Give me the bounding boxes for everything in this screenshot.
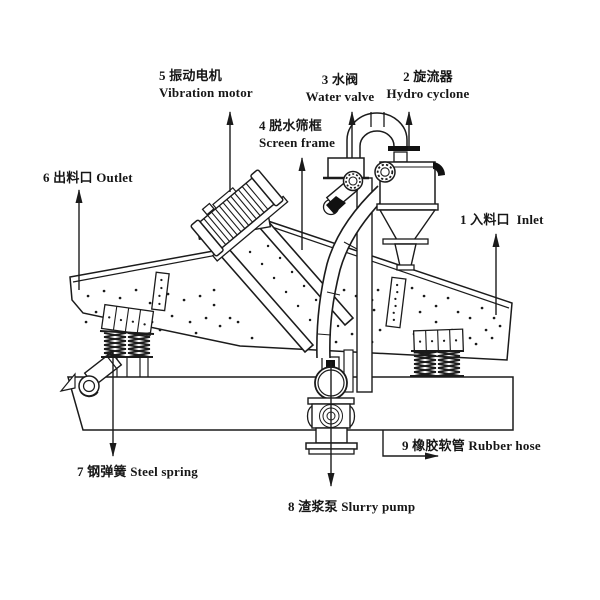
vibration-motor [190,169,289,262]
spring-blocks-left [100,303,155,336]
rubber-hose [316,185,392,359]
hydro-cyclone [374,146,446,271]
leader-arrows [75,111,500,487]
steel-springs [99,303,465,377]
valve-handle [326,196,346,214]
label-slurry-pump: 8 渣浆泵 Slurry pump [288,499,416,514]
bolt-plate-right [385,276,407,329]
bolt-plate-left [151,271,170,312]
overflow-elbow [433,162,446,176]
steel-spring-left [103,332,151,358]
outlet-pipe [78,351,123,398]
label-inlet: 1 入料口 Inlet [460,212,544,227]
gooseneck-pipe [346,112,408,178]
label-steel-spring: 7 钢弹簧 Steel spring [77,464,198,479]
label-outlet: 6 出料口 Outlet [43,170,133,185]
support-base [59,357,514,431]
spring-blocks-right [412,328,465,354]
leader-rubber-hose [382,430,439,460]
water-valve-assembly [322,112,408,216]
label-rubber-hose: 9 橡胶软管 Rubber hose [402,438,541,453]
